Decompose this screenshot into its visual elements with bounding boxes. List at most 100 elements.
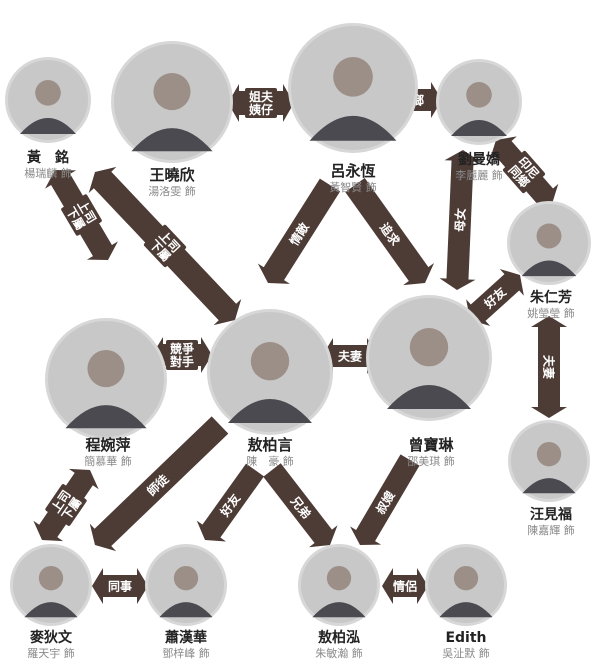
arrow-shape — [350, 454, 420, 545]
character-name: Edith — [445, 630, 486, 646]
label-backdrop — [166, 340, 198, 370]
relation-label: 母女 — [452, 208, 468, 233]
character-name: 汪見福 — [530, 506, 572, 523]
character-nodes: 黃 銘楊瑞麟 飾王曉欣湯洛雯 飾呂永恆黃智賢 飾劉曼嬌李麗麗 飾朱仁芳姚瑩瑩 飾… — [5, 23, 591, 660]
relation-arrow-ao-bohong: 兄弟 — [263, 463, 338, 548]
portrait-head-shape — [453, 566, 479, 591]
portrait-body-shape — [65, 405, 147, 429]
portrait-head-shape — [35, 80, 61, 106]
arrow-shape — [263, 463, 338, 548]
label-backdrop — [502, 150, 546, 194]
portrait-body-shape — [159, 602, 213, 618]
arrow-shape — [345, 178, 435, 286]
relation-label: 對手 — [170, 354, 194, 369]
actor-credit: 吳沚默 飾 — [442, 646, 490, 660]
actor-credit: 楊瑞麟 飾 — [24, 166, 72, 180]
portrait-body-shape — [451, 120, 507, 136]
character-name: 呂永恆 — [330, 162, 375, 180]
portrait-head-shape — [326, 566, 352, 591]
label-backdrop — [61, 194, 102, 236]
actor-credit: 姚瑩瑩 飾 — [527, 306, 575, 320]
actor-credit: 朱敏瀚 飾 — [315, 646, 363, 660]
relation-arrow-zhu-wang: 夫妻 — [531, 316, 567, 418]
character-name: 敖柏泓 — [318, 629, 360, 646]
character-name: 黃 銘 — [26, 149, 69, 166]
portrait-body-shape — [522, 478, 576, 494]
label-backdrop — [45, 484, 87, 526]
relation-label: 姐夫 — [249, 89, 274, 104]
portrait-head-shape — [87, 350, 125, 388]
relation-label: 夫妻 — [337, 349, 362, 364]
portrait-head-shape — [38, 566, 64, 591]
arrow-shape — [382, 568, 428, 604]
arrow-shape — [257, 178, 341, 284]
character-name: 麥狄文 — [29, 629, 73, 646]
portrait-body-shape — [387, 385, 471, 409]
portrait-body-shape — [312, 602, 366, 618]
portrait-head-shape — [333, 56, 373, 97]
portrait-head-shape — [536, 442, 562, 467]
portrait-head-shape — [466, 82, 492, 108]
character-name: 王曉欣 — [149, 166, 195, 184]
portrait-body-shape — [228, 399, 312, 423]
relation-label: 競爭 — [170, 341, 194, 356]
character-name: 曾寶琳 — [408, 436, 454, 454]
portrait-head-shape — [409, 328, 449, 367]
relation-label: 情侶 — [393, 579, 417, 594]
portrait-body-shape — [20, 118, 76, 134]
relation-arrows: 姐夫姨仔同鄉印尼同鄉上司下屬上司下屬情敵追求母女好友競爭對手夫妻夫妻上司下屬師徒… — [33, 82, 567, 604]
relation-arrow-ao-xiao: 好友 — [196, 463, 264, 542]
actor-credit: 簡慕華 飾 — [84, 454, 132, 468]
portrait-head-shape — [536, 223, 562, 249]
arrow-shape — [196, 463, 264, 542]
portrait-body-shape — [439, 602, 493, 618]
relation-label: 同事 — [108, 579, 132, 594]
arrow-shape — [466, 268, 524, 327]
relation-label: 姨仔 — [249, 102, 273, 117]
actor-credit: 湯洛雯 飾 — [148, 184, 196, 198]
arrow-shape — [531, 316, 567, 418]
character-name: 程婉萍 — [85, 436, 130, 454]
portrait-head-shape — [173, 566, 199, 591]
actor-credit: 陳嘉輝 飾 — [527, 523, 575, 537]
arrow-shape — [322, 338, 378, 374]
portrait-body-shape — [131, 128, 213, 152]
character-name: 蕭漢華 — [165, 629, 207, 646]
label-backdrop — [143, 224, 187, 268]
actor-credit: 羅天宇 飾 — [27, 647, 75, 660]
relation-arrow-liu-zeng: 母女 — [439, 149, 481, 291]
character-name: 劉曼嬌 — [457, 151, 501, 168]
character-name: 朱仁芳 — [530, 289, 572, 306]
actor-credit: 邵美琪 飾 — [407, 455, 455, 468]
portrait-body-shape — [309, 115, 397, 141]
relation-arrow-bohong-edith: 情侶 — [382, 568, 428, 604]
relation-arrow-mai-xiao: 同事 — [92, 568, 148, 604]
arrow-shape — [439, 149, 481, 291]
actor-credit: 陳 豪 飾 — [246, 454, 294, 468]
label-backdrop — [245, 88, 277, 118]
actor-credit: 李麗麗 飾 — [455, 168, 503, 182]
portrait-head-shape — [250, 342, 290, 381]
character-name: 敖柏言 — [247, 436, 292, 454]
arrow-shape — [89, 416, 229, 552]
portrait-head-shape — [153, 73, 191, 111]
relation-arrow-ao-zeng: 夫妻 — [322, 338, 378, 374]
actor-credit: 鄧梓峰 飾 — [162, 646, 210, 660]
